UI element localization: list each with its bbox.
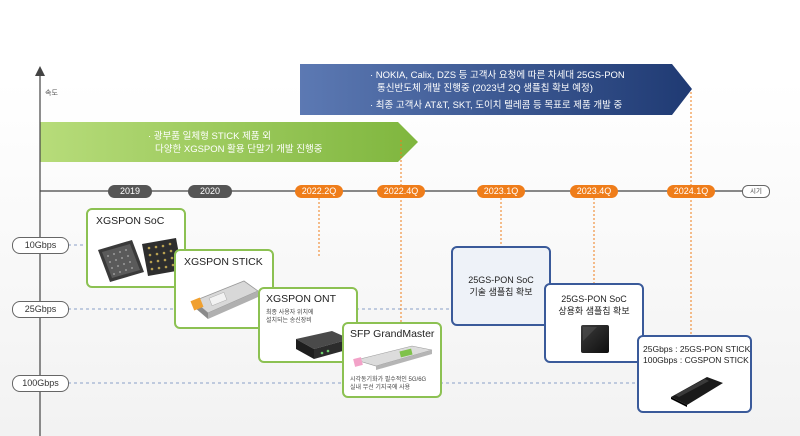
level-100gbps: 100Gbps — [12, 375, 69, 392]
card-note: 최종 사용자 위치에 설치되는 송신장비 — [266, 309, 314, 325]
card-text: 25GS-PON SoC 상용화 샘플칩 확보 — [546, 293, 642, 317]
ont-device-image-icon — [296, 331, 350, 359]
card-text-line: 25Gbps : 25GS-PON STICK — [643, 344, 751, 354]
card-title: SFP GrandMaster — [350, 328, 435, 340]
green-banner: · 광부품 일체형 STICK 제품 외 다양한 XGSPON 활용 단말기 개… — [148, 130, 322, 156]
card-note-line: 최종 사용자 위치에 — [266, 310, 314, 316]
soc-chip-image-icon — [581, 325, 609, 353]
chip-image-icon — [98, 238, 182, 282]
card-sfp-grandmaster: SFP GrandMaster 시각동기화가 필수적인 5G/6G 실내 무선 … — [342, 322, 442, 398]
blue-banner-arrow — [300, 64, 692, 115]
timeline-pill-2019: 2019 — [108, 185, 152, 198]
level-25gbps: 25Gbps — [12, 301, 69, 318]
pon-stick-image-icon — [671, 377, 723, 407]
timeline-pill-2023-4q: 2023.4Q — [570, 185, 618, 198]
blue-banner: · NOKIA, Calix, DZS 등 고객사 요청에 따른 차세대 25G… — [370, 69, 625, 112]
card-25gs-pon-soc-commercial: 25GS-PON SoC 상용화 샘플칩 확보 — [544, 283, 644, 363]
card-text-line: 100Gbps : CGSPON STICK — [643, 355, 749, 365]
card-xgspon-ont: XGSPON ONT 최종 사용자 위치에 설치되는 송신장비 — [258, 287, 358, 363]
card-pon-stick: 25Gbps : 25GS-PON STICK 100Gbps : CGSPON… — [637, 335, 752, 413]
blue-banner-line: · 최종 고객사 AT&T, SKT, 도이치 텔레콤 등 목표로 제품 개발 … — [370, 100, 623, 111]
green-banner-arrow — [40, 122, 418, 162]
card-text: 25GS-PON SoC 기술 샘플칩 확보 — [453, 274, 549, 298]
card-title: XGSPON STICK — [184, 256, 263, 268]
blue-banner-line: 통신반도체 개발 진행중 (2023년 2Q 샘플칩 확보 예정) — [377, 83, 593, 94]
x-axis-label: 시기 — [750, 188, 762, 195]
card-note-line: 설치되는 송신장비 — [266, 318, 312, 324]
card-text-line: 상용화 샘플칩 확보 — [558, 306, 630, 316]
sfp-stick-image-icon — [190, 280, 259, 319]
x-axis-label-pill: 시기 — [742, 185, 770, 198]
card-note-line: 시각동기화가 필수적인 5G/6G — [350, 377, 427, 383]
card-note-line: 실내 무선 기지국에 사용 — [350, 385, 411, 391]
timeline-pill-2022-2q: 2022.2Q — [295, 185, 343, 198]
card-title: XGSPON SoC — [96, 215, 165, 227]
card-xgspon-soc: XGSPON SoC — [86, 208, 186, 288]
level-10gbps: 10Gbps — [12, 237, 69, 254]
green-banner-line: · 광부품 일체형 STICK 제품 외 — [148, 131, 271, 142]
timeline-pill-2020: 2020 — [188, 185, 232, 198]
y-axis-arrowhead — [35, 66, 45, 76]
card-text-line: 기술 샘플칩 확보 — [469, 287, 533, 297]
blue-banner-line: · NOKIA, Calix, DZS 등 고객사 요청에 따른 차세대 25G… — [370, 70, 625, 81]
card-xgspon-stick: XGSPON STICK — [174, 249, 274, 329]
green-banner-line: 다양한 XGSPON 활용 단말기 개발 진행중 — [155, 144, 323, 155]
card-title: XGSPON ONT — [266, 293, 337, 305]
timeline-pill-2022-4q: 2022.4Q — [377, 185, 425, 198]
y-axis-label: 속도 — [45, 90, 58, 97]
card-note: 시각동기화가 필수적인 5G/6G 실내 무선 기지국에 사용 — [350, 376, 426, 392]
card-text-line: 25GS-PON SoC — [561, 294, 627, 304]
card-text: 25Gbps : 25GS-PON STICK 100Gbps : CGSPON… — [643, 344, 750, 366]
card-25gs-pon-soc-sample: 25GS-PON SoC 기술 샘플칩 확보 — [451, 246, 551, 326]
timeline-pill-2023-1q: 2023.1Q — [477, 185, 525, 198]
card-text-line: 25GS-PON SoC — [468, 275, 534, 285]
timeline-pill-2024-1q: 2024.1Q — [667, 185, 715, 198]
sfp-grandmaster-image-icon — [353, 345, 433, 370]
